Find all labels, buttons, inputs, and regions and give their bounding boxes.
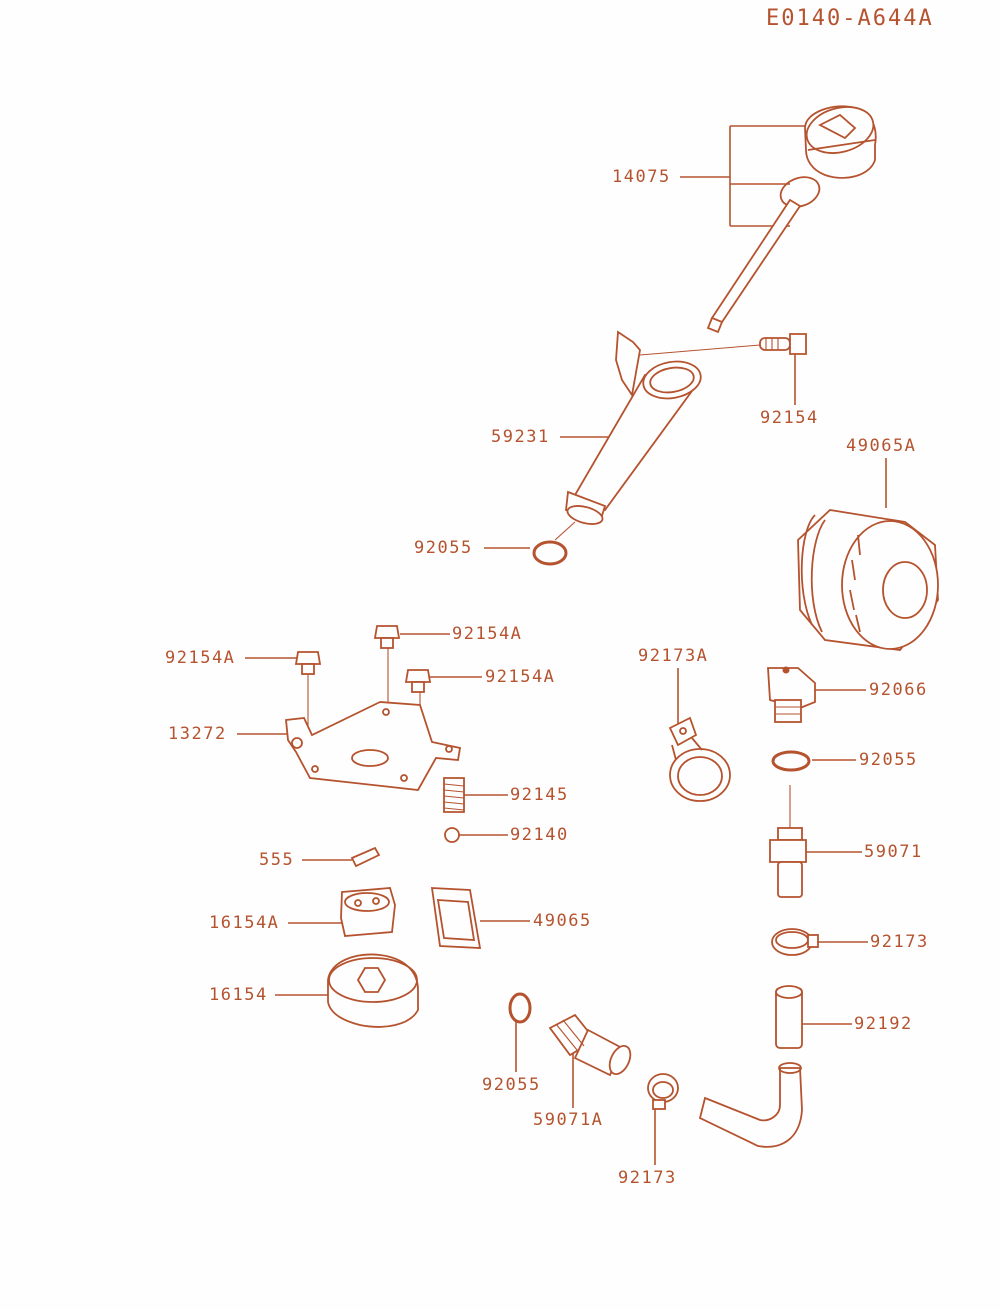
clamp-92173-right[interactable] [771, 928, 819, 956]
part-label-92055-mid[interactable]: 92055 [859, 750, 918, 770]
part-label-555[interactable]: 555 [259, 850, 295, 870]
part-label-92154A-3[interactable]: 92154A [485, 667, 556, 687]
oring-92055-mid[interactable] [771, 750, 811, 772]
part-label-92154A-2[interactable]: 92154A [165, 648, 236, 668]
part-label-14075[interactable]: 14075 [612, 167, 671, 187]
pin-555[interactable] [350, 846, 381, 868]
bracket-13272[interactable] [285, 701, 462, 791]
part-label-92055-top[interactable]: 92055 [414, 538, 473, 558]
part-label-49065[interactable]: 49065 [533, 911, 592, 931]
clamp-92173A[interactable] [668, 716, 731, 802]
clamp-92173-bottom[interactable] [647, 1073, 679, 1110]
leader-lines [237, 125, 887, 1165]
part-label-92145[interactable]: 92145 [510, 785, 569, 805]
part-label-59231[interactable]: 59231 [491, 427, 550, 447]
part-label-16154[interactable]: 16154 [209, 985, 268, 1005]
part-label-13272[interactable]: 13272 [168, 724, 227, 744]
hose-92192[interactable] [698, 985, 803, 1148]
rotor-16154[interactable] [327, 953, 419, 1028]
part-label-59071[interactable]: 59071 [864, 842, 923, 862]
part-label-92154A-1[interactable]: 92154A [452, 624, 523, 644]
part-label-49065A[interactable]: 49065A [846, 436, 917, 456]
part-label-92055-bottom[interactable]: 92055 [482, 1075, 541, 1095]
dipstick-14075[interactable] [706, 100, 879, 334]
oring-92055-bottom[interactable] [508, 992, 532, 1024]
diagram-reference-code: E0140-A644A [766, 6, 934, 31]
fitting-59071[interactable] [769, 827, 807, 898]
screw-92154A-2[interactable] [373, 625, 401, 649]
part-label-92173A[interactable]: 92173A [638, 646, 709, 666]
tube-59231[interactable] [565, 330, 704, 527]
fitting-92066[interactable] [767, 666, 816, 723]
part-label-92192[interactable]: 92192 [854, 1014, 913, 1034]
ball-92140[interactable] [444, 827, 460, 843]
screw-92154A-3[interactable] [404, 669, 432, 693]
part-label-92173-bottom[interactable]: 92173 [618, 1168, 677, 1188]
spring-92145[interactable] [443, 777, 465, 813]
part-label-92173-right[interactable]: 92173 [870, 932, 929, 952]
oring-92055-top[interactable] [532, 540, 568, 566]
screen-49065[interactable] [430, 887, 482, 949]
part-label-92154[interactable]: 92154 [760, 408, 819, 428]
fitting-59071A[interactable] [548, 1013, 634, 1077]
part-label-16154A[interactable]: 16154A [209, 913, 280, 933]
part-label-92066[interactable]: 92066 [869, 680, 928, 700]
part-label-92140[interactable]: 92140 [510, 825, 569, 845]
oil-filter-49065A[interactable] [797, 509, 939, 651]
rotor-16154A[interactable] [340, 887, 396, 937]
bolt-92154[interactable] [759, 333, 807, 355]
part-label-59071A[interactable]: 59071A [533, 1110, 604, 1130]
screw-92154A-1[interactable] [294, 651, 322, 675]
